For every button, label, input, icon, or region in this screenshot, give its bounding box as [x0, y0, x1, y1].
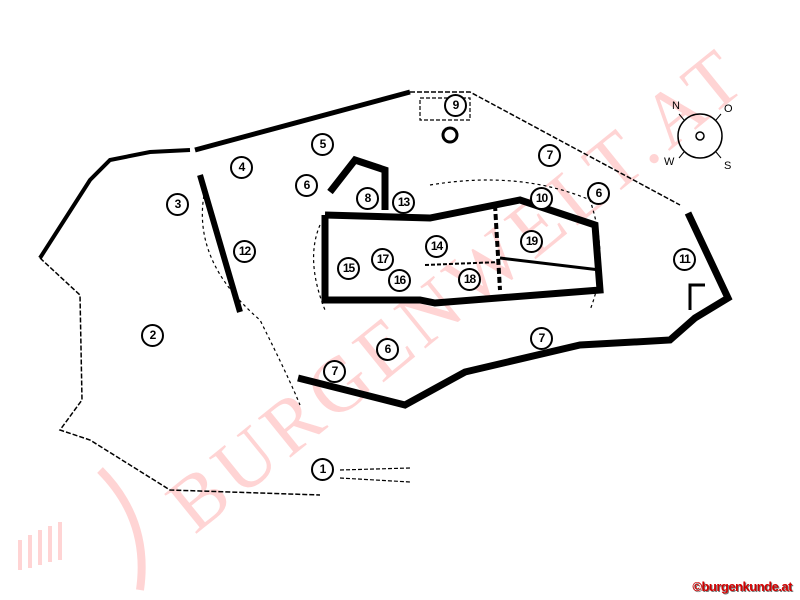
area-label-11: 11	[673, 248, 696, 271]
area-label-3: 3	[166, 193, 189, 216]
area-label-19: 19	[520, 230, 543, 253]
area-label-7: 7	[323, 360, 346, 383]
area-label-6: 6	[587, 182, 610, 205]
area-label-6: 6	[295, 174, 318, 197]
area-label-15: 15	[337, 257, 360, 280]
area-label-9: 9	[444, 94, 467, 117]
area-label-18: 18	[458, 268, 481, 291]
area-label-14: 14	[425, 235, 448, 258]
area-label-16: 16	[388, 269, 411, 292]
area-label-7: 7	[530, 327, 553, 350]
area-label-1: 1	[311, 458, 334, 481]
compass-west: W	[664, 156, 675, 168]
compass-north: N	[672, 100, 680, 112]
area-label-5: 5	[311, 133, 334, 156]
area-label-17: 17	[371, 248, 394, 271]
area-label-8: 8	[356, 187, 379, 210]
copyright: ©burgenkunde.at	[692, 579, 792, 594]
area-label-2: 2	[141, 324, 164, 347]
area-label-10: 10	[530, 187, 553, 210]
compass-east: O	[724, 103, 733, 115]
area-label-13: 13	[392, 191, 415, 214]
area-label-6: 6	[376, 338, 399, 361]
outer-wall-dashed	[39, 257, 321, 496]
area-label-4: 4	[230, 156, 253, 179]
area-label-12: 12	[233, 240, 256, 263]
area-label-7: 7	[538, 144, 561, 167]
compass-south: S	[724, 160, 732, 172]
